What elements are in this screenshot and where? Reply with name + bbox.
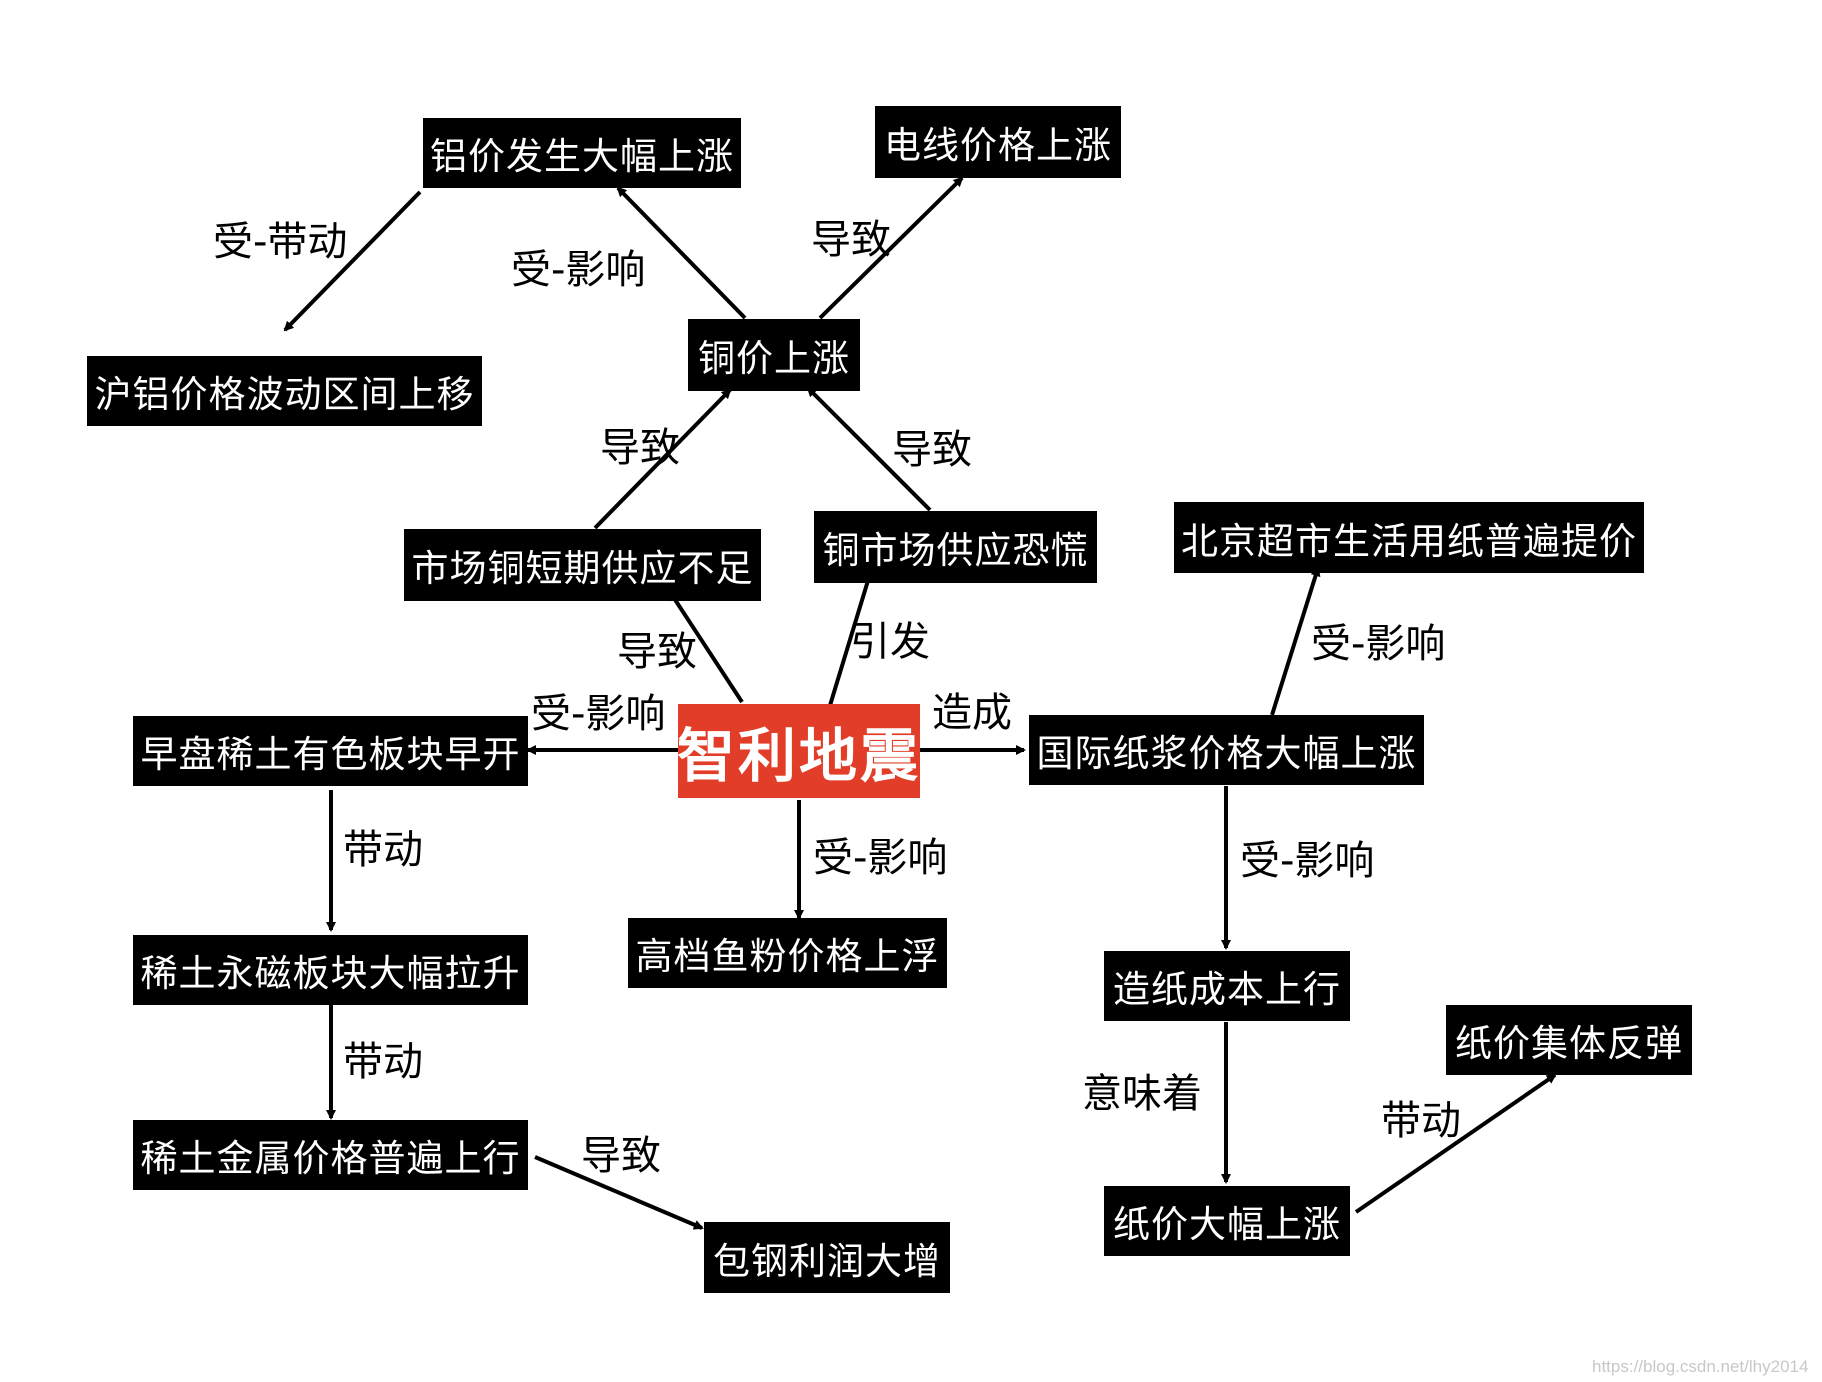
- label-paper-to-group: 带动: [1381, 1098, 1461, 1144]
- node-rare-earth-open[interactable]: 早盘稀土有色板块早开: [133, 716, 528, 786]
- label-rare-to-magnet: 带动: [343, 827, 423, 873]
- label-center-to-panic: 引发: [850, 619, 930, 665]
- edge-panic-to-copper: [806, 386, 932, 512]
- node-aluminum-rise[interactable]: 铝价发生大幅上涨: [423, 118, 741, 188]
- edge-copper-to-wire: [818, 176, 964, 320]
- node-chile-earthquake[interactable]: 智利地震: [677, 704, 920, 798]
- node-baogang[interactable]: 包钢利润大增: [704, 1222, 950, 1293]
- label-copper-to-wire: 导致: [811, 217, 891, 263]
- edge-metal-to-baogang: [534, 1155, 704, 1230]
- edge-pulp-to-beijing: [1270, 566, 1321, 716]
- label-pulp-to-cost: 受-影响: [1240, 838, 1375, 884]
- node-wire-price[interactable]: 电线价格上涨: [875, 106, 1121, 178]
- label-metal-to-baogang: 导致: [581, 1133, 661, 1179]
- edge-paper-to-group: [1354, 1073, 1557, 1214]
- label-copper-to-al: 受-影响: [511, 247, 646, 293]
- node-copper-short-supply[interactable]: 市场铜短期供应不足: [404, 529, 761, 601]
- label-center-to-rare: 受-影响: [531, 691, 666, 737]
- node-magnet-rise[interactable]: 稀土永磁板块大幅拉升: [133, 935, 528, 1005]
- label-center-to-pulp: 造成: [932, 690, 1012, 736]
- node-fishmeal[interactable]: 高档鱼粉价格上浮: [628, 918, 947, 988]
- label-short-to-copper: 导致: [600, 425, 680, 471]
- node-copper-rise[interactable]: 铜价上涨: [688, 319, 860, 391]
- node-copper-panic[interactable]: 铜市场供应恐慌: [814, 511, 1097, 583]
- edge-al-to-shanghai: [283, 190, 422, 332]
- label-center-to-fish: 受-影响: [813, 835, 948, 881]
- node-paper-group[interactable]: 纸价集体反弹: [1446, 1005, 1692, 1075]
- edge-copper-to-al: [616, 186, 747, 320]
- node-beijing-paper[interactable]: 北京超市生活用纸普遍提价: [1174, 502, 1644, 573]
- label-center-to-short: 导致: [617, 629, 697, 675]
- node-shanghai-aluminum[interactable]: 沪铝价格波动区间上移: [87, 356, 482, 426]
- label-panic-to-copper: 导致: [892, 427, 972, 473]
- label-magnet-to-metal: 带动: [343, 1039, 423, 1085]
- node-paper-rise[interactable]: 纸价大幅上涨: [1104, 1186, 1350, 1256]
- node-rare-metal[interactable]: 稀土金属价格普遍上行: [133, 1120, 528, 1190]
- edge-center-to-panic: [826, 572, 873, 713]
- watermark-text: https://blog.csdn.net/lhy2014: [1592, 1357, 1809, 1376]
- label-cost-to-paper: 意味着: [1082, 1071, 1202, 1117]
- node-pulp-price[interactable]: 国际纸浆价格大幅上涨: [1029, 715, 1424, 785]
- node-paper-cost[interactable]: 造纸成本上行: [1104, 951, 1350, 1021]
- label-pulp-to-beijing: 受-影响: [1311, 621, 1446, 667]
- edge-center-to-short: [668, 590, 744, 704]
- edge-short-to-copper: [593, 388, 732, 530]
- label-al-to-shanghai: 受-带动: [213, 219, 348, 265]
